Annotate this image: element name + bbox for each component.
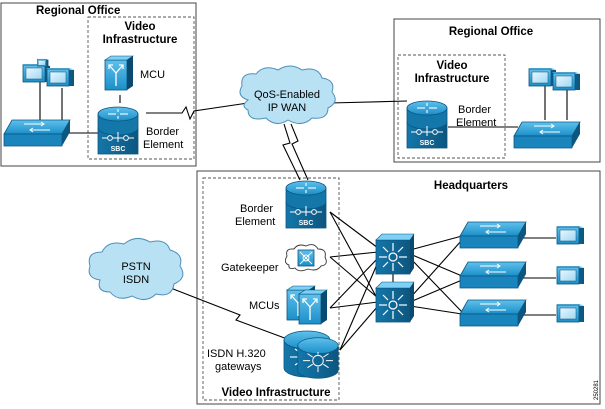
pstn-cloud-line2: ISDN — [123, 274, 149, 286]
wan-cloud-line1: QoS-Enabled — [254, 89, 320, 101]
pstn-cloud-line1: PSTN — [121, 261, 150, 273]
hq-gateways-line2: gateways — [215, 361, 262, 373]
left-mcu-icon — [104, 55, 134, 91]
right-border-line1: Border — [458, 104, 491, 116]
right-sbc-label: SBC — [420, 140, 435, 147]
left-border-line2: Element — [143, 139, 183, 151]
left-mcu-label: MCU — [140, 69, 165, 81]
hq-access-switch-2 — [459, 261, 527, 289]
pstn-cloud: PSTN ISDN — [88, 238, 184, 300]
hq-core-switch-1 — [375, 233, 415, 275]
hq-workstation-2 — [555, 265, 585, 285]
hq-workstation-1 — [555, 225, 585, 245]
hq-access-switch-3 — [459, 299, 527, 327]
right-video-infra-line1: Video — [436, 60, 467, 72]
headquarters-title: Headquarters — [434, 180, 508, 192]
hq-border-line1: Border — [240, 203, 273, 215]
figure-id: 250281 — [594, 379, 600, 400]
hq-gateway-icon-back — [297, 337, 339, 379]
hq-gatekeeper-label: Gatekeeper — [221, 262, 279, 274]
hq-gateways-line1: ISDN H.320 — [207, 348, 266, 360]
left-switch — [3, 119, 71, 147]
right-border-line2: Element — [456, 117, 496, 129]
hq-video-infra-label: Video Infrastructure — [221, 387, 330, 399]
left-video-infra-line1: Video — [124, 21, 155, 33]
hq-mcus-label: MCUs — [249, 300, 280, 312]
left-workstation-1 — [21, 63, 51, 83]
hq-core-switch-2 — [375, 281, 415, 323]
regional-office-right-title: Regional Office — [449, 26, 533, 38]
hq-border-line2: Element — [235, 216, 275, 228]
regional-office-left-title: Regional Office — [36, 5, 120, 17]
left-workstation-3 — [36, 58, 49, 67]
wan-cloud: QoS-Enabled IP WAN — [239, 65, 336, 124]
right-workstation-2 — [551, 71, 581, 91]
left-border-line1: Border — [146, 126, 179, 138]
hq-workstation-3 — [555, 303, 585, 323]
wan-cloud-line2: IP WAN — [268, 102, 307, 114]
hq-sbc-label: SBC — [299, 220, 314, 227]
right-video-infra-line2: Infrastructure — [415, 73, 490, 85]
hq-mcu-icon-2 — [298, 289, 328, 325]
hq-access-switch-1 — [459, 221, 527, 249]
left-video-infra-box — [87, 16, 195, 160]
left-workstation-2 — [45, 67, 75, 87]
hq-video-infra-box — [202, 177, 340, 401]
right-workstation-1 — [527, 67, 557, 87]
left-sbc-label: SBC — [111, 146, 126, 153]
right-switch — [513, 121, 581, 149]
left-video-infra-line2: Infrastructure — [103, 34, 178, 46]
